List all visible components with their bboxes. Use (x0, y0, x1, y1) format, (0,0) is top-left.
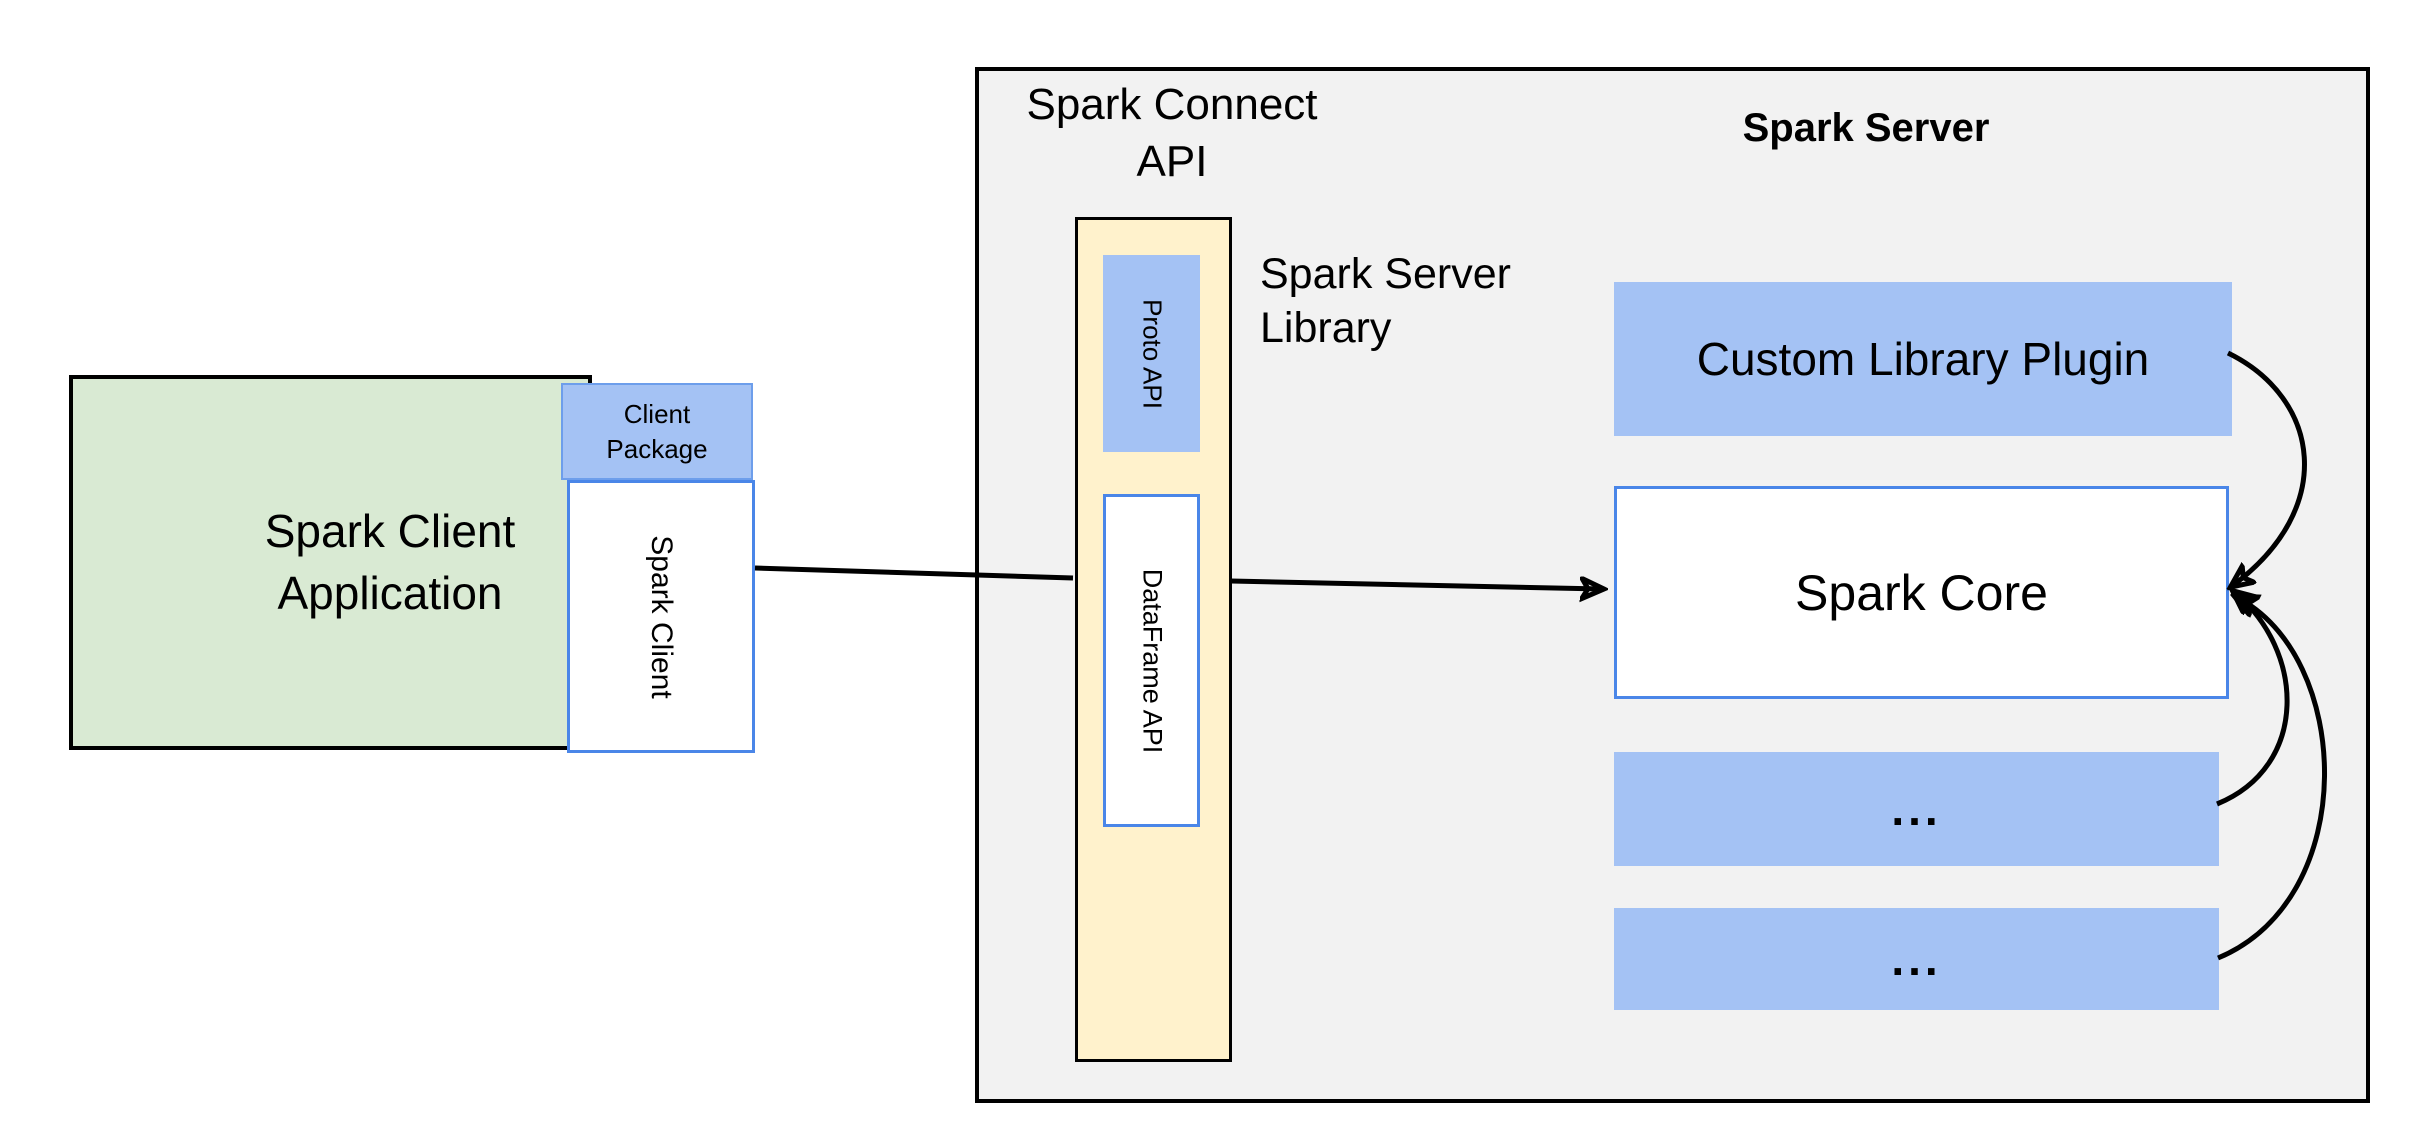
client-package-box: Client Package (561, 383, 753, 480)
spark-core-box: Spark Core (1614, 486, 2229, 699)
spark-server-container: Spark Connect API Spark Server Spark Ser… (975, 67, 2370, 1103)
ellipsis-label-2: ... (1891, 933, 1942, 985)
spark-client-label: Spark Client (645, 534, 678, 699)
custom-library-plugin-box: Custom Library Plugin (1614, 282, 2232, 436)
ellipsis-box-2: ... (1614, 908, 2219, 1010)
spark-client-application-label: Spark Client Application (264, 505, 516, 619)
spark-connect-api-label: Spark Connect API (1026, 80, 1318, 186)
dataframe-api-label: DataFrame API (1137, 568, 1167, 753)
spark-client-application-box (69, 375, 592, 750)
proto-api-label: Proto API (1137, 298, 1167, 409)
spark-server-title: Spark Server (1742, 106, 1990, 150)
proto-api-box: Proto API (1103, 255, 1200, 452)
ellipsis-label-1: ... (1891, 783, 1942, 835)
spark-client-box: Spark Client (567, 480, 755, 753)
dataframe-api-box: DataFrame API (1103, 494, 1200, 827)
custom-library-plugin-label: Custom Library Plugin (1696, 333, 2150, 385)
spark-core-label: Spark Core (1795, 564, 2048, 621)
client-package-label: Client Package (606, 398, 708, 464)
spark-connect-pipeline-box: Proto API DataFrame API (1075, 217, 1232, 1062)
spark-server-library-label: Spark Server Library (1260, 250, 1511, 352)
ellipsis-box-1: ... (1614, 752, 2219, 866)
